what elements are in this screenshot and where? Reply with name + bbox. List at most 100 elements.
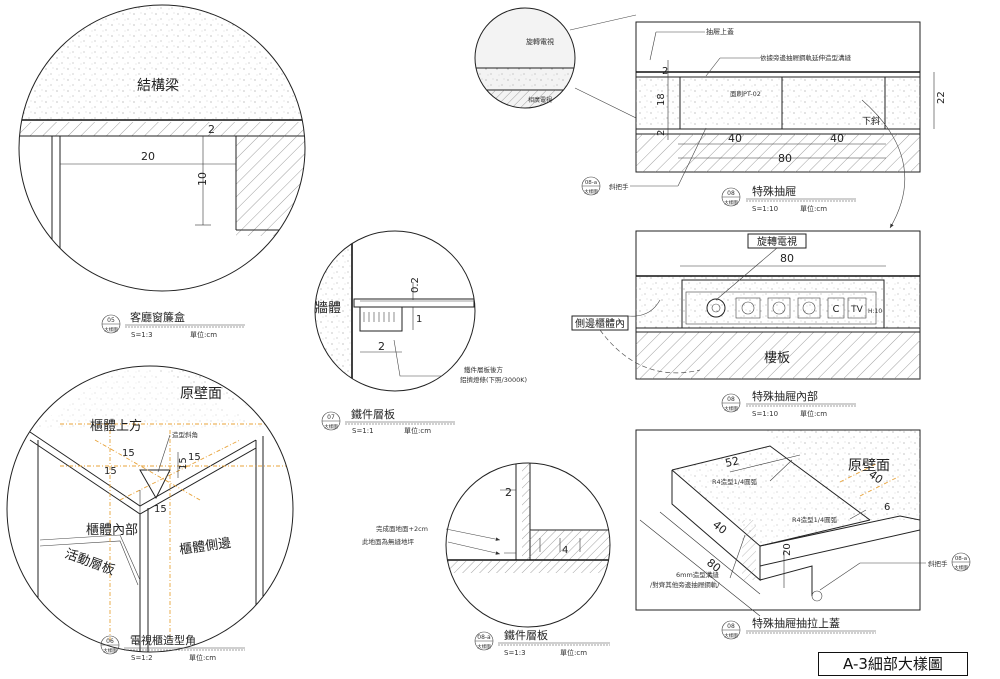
detail-unit: 單位:cm [800,204,827,213]
dim-20: 20 [782,543,793,556]
detail-scale: S=1:3 [131,331,153,339]
detail-unit: 單位:cm [800,409,827,418]
dim-52: 52 [724,454,740,470]
dim-80: 80 [780,252,794,265]
wall-face-label: 原壁面 [848,458,890,474]
svg-text:C: C [833,304,840,315]
detail-06-title: 06 大樣圖 電視櫃造型角 S=1:2 單位:cm [100,633,245,662]
detail-name: 客廳窗簾盒 [130,310,185,324]
dim-0.2: 0.2 [410,277,421,293]
groove-label-2: /對齊其他旁邊抽屜鋼軌/ [650,580,720,589]
dim-2b: 2 [656,130,667,136]
detail-05-curtain-box: 結構梁 2 20 10 [18,4,306,292]
detail-code: 07 [327,414,335,421]
dim-2: 2 [505,486,512,499]
handle-sub: 大樣圖 [584,188,598,195]
note-line2: 此地面為無縫地坪 [362,537,415,546]
detail-name: 鐵件層板 [351,407,395,421]
cabinet-top-label: 櫃體上方 [90,418,142,434]
detail-sub: 大樣圖 [103,647,117,654]
note-line1: 完成面地面+2cm [376,524,428,533]
detail-scale: S=1:10 [752,410,778,418]
dim-15e: 15 [154,504,167,515]
cabinet-inner-label: 櫃體內部 [86,523,138,538]
r4-label-a: R4造型1/4圓弧 [712,477,758,486]
detail-08c-title: 08 大樣圖 特殊抽屜抽拉上蓋 [721,616,876,640]
detail-name: 特殊抽屜抽拉上蓋 [752,616,840,630]
dim-6: 6 [884,502,890,513]
dim-10: 10 [196,172,209,186]
dim-40b: 40 [830,132,844,145]
inset-bottom-label: 相廣電視 [528,96,552,104]
detail-scale: S=1:2 [131,654,153,662]
inset-top-label: 旋轉電視 [526,37,554,46]
detail-unit: 單位:cm [190,330,217,339]
beam-label: 結構梁 [137,78,179,94]
slope-label: 下斜 [862,115,880,127]
handle-tag: 08-a [585,180,597,186]
detail-sub: 大樣圖 [324,423,338,430]
dim-40a: 40 [728,132,742,145]
dim-1: 1 [416,314,422,325]
detail-sub: 大樣圖 [724,405,738,412]
detail-unit: 單位:cm [404,426,431,435]
detail-scale: S=1:10 [752,205,778,213]
detail-06-tv-cabinet-corner: 原壁面 櫃體上方 造型斜角 15 15 15 15 15 櫃體內部 櫃體側邊 活… [6,365,294,653]
tv-label: 旋轉電視 [757,235,797,248]
handle-label: 斜把手 [609,182,629,191]
detail-code: 05 [107,317,115,324]
detail-07-title: 07 大樣圖 鐵件層板 S=1:1 單位:cm [321,407,455,435]
detail-sub: 大樣圖 [724,632,738,639]
detail-08-pull-cover: 原壁面 52 40 40 80 20 6 R4造型1/4圓弧 R4造型1/4圓弧… [635,429,971,617]
svg-text:TV: TV [850,305,863,315]
detail-scale: S=1:3 [504,649,526,657]
cabinet-side-label: 櫃體側邊 [178,536,232,558]
detail-08a-title: 08-a 大樣圖 鐵件層板 S=1:3 單位:cm [474,628,610,657]
dim-22: 22 [936,91,947,104]
detail-unit: 單位:cm [560,648,587,657]
detail-05-title: 05 大樣圖 客廳窗簾盒 S=1:3 單位:cm [101,310,245,339]
sheet-title: A-3細部大樣圖 [818,652,968,676]
r4-label-b: R4造型1/4圓弧 [792,515,838,524]
groove-label-1: 6mm造型溝縫 [676,570,719,579]
note-line2: 鋁擠燈條(下照/3000K) [460,375,527,384]
wall-label: 牆體 [315,301,341,316]
dim-18: 18 [656,93,667,106]
handle-tag: 08-a [955,556,967,562]
dim-4: 4 [562,545,568,556]
handle-label: 斜把手 [928,559,948,568]
detail-name: 特殊抽屜內部 [752,389,818,403]
height-label: H:10 [868,308,882,315]
detail-code: 06 [106,638,114,645]
detail-code: 08-a [477,634,491,641]
shelf-label: 活動層板 [63,547,117,579]
detail-name: 電視櫃造型角 [130,633,196,647]
dim-15b: 15 [104,466,117,477]
detail-08a-iron-shelf: 2 4 完成面地面+2cm 此地面為無縫地坪 [362,462,611,628]
floor-slab-label: 樓板 [764,351,790,366]
side-cabinet-label: 側邊櫃體內 [575,317,625,330]
note-line1: 鐵件層板後方 [464,365,504,374]
detail-code: 08 [727,190,735,197]
detail-sub: 大樣圖 [477,643,491,650]
dim-40b: 40 [710,518,729,537]
dim-2: 2 [378,340,385,353]
detail-name: 鐵件層板 [504,628,548,642]
dim-80: 80 [778,152,792,165]
dim-20: 20 [141,150,155,163]
dim-2: 2 [208,123,215,136]
dim-2a: 2 [662,66,668,77]
detail-code: 08 [727,623,735,630]
dim-15a: 15 [122,448,135,459]
detail-unit: 單位:cm [189,653,216,662]
detail-code: 08 [727,396,735,403]
bevel-label: 造型斜角 [172,430,198,439]
detail-scale: S=1:1 [352,427,374,435]
detail-name: 特殊抽屜 [752,184,796,198]
detail-08b-title: 08 大樣圖 特殊抽屜內部 S=1:10 單位:cm [721,389,856,418]
dim-15d: 15 [178,457,189,470]
groove-note: 依據旁邊抽屜鋼軌延伸造型溝縫 [760,53,852,62]
detail-08-drawer-interior: C TV 旋轉電視 80 H:10 側邊櫃體內 樓板 [571,230,921,380]
dim-15c: 15 [188,452,201,463]
